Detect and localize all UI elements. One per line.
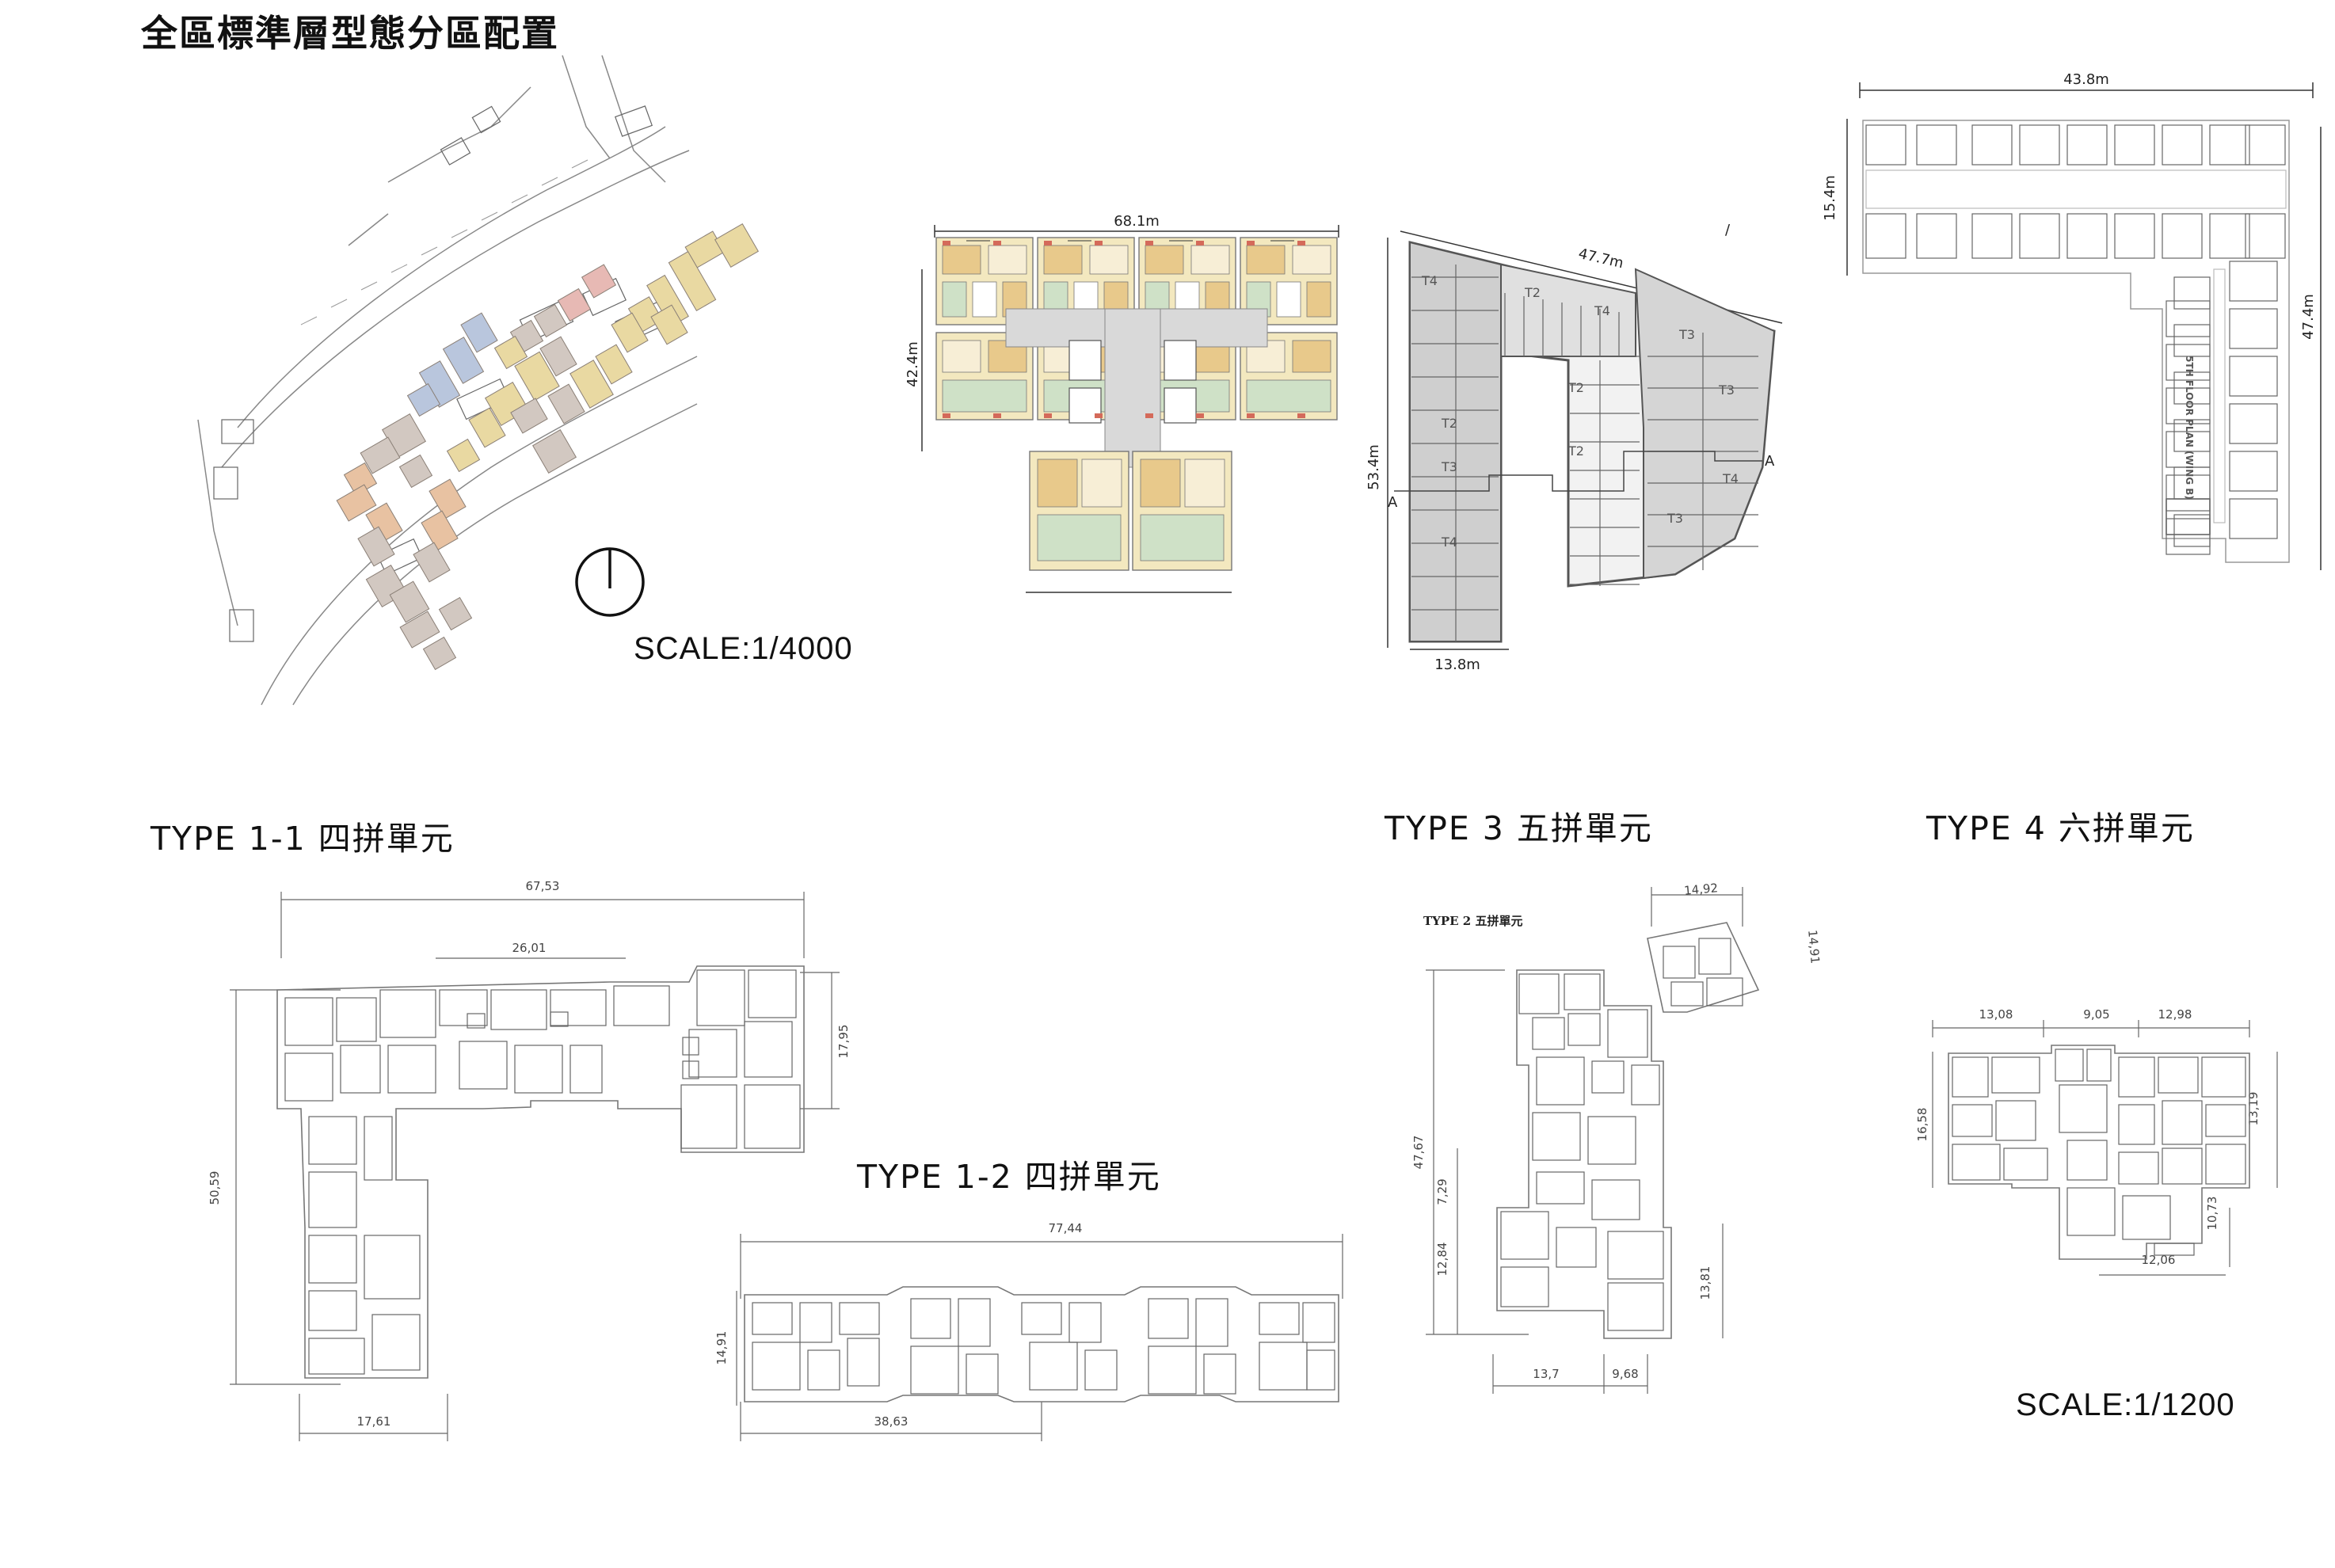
t3-dim-5: 12,84 <box>1435 1243 1449 1277</box>
type-3-subtitle: TYPE 2 五拼單元 <box>1423 914 1522 928</box>
building-block <box>569 360 614 409</box>
building-block <box>531 428 577 474</box>
building-block <box>493 335 528 370</box>
plan-c-side-label: 5TH FLOOR PLAN (WING B) <box>2184 356 2195 500</box>
plan-b-top-dim: 47.7m <box>1577 245 1625 272</box>
building-block <box>539 336 577 377</box>
plan-b-height-dim: 53.4m <box>1366 444 1382 490</box>
building-block <box>581 264 617 299</box>
type-1-2-title: TYPE 1-2 四拼單元 <box>857 1158 1161 1196</box>
plan-c-left-dim: 15.4m <box>1822 175 1838 221</box>
plan-c-width-dim: 43.8m <box>2063 71 2109 88</box>
north-arrow-icon <box>575 547 645 617</box>
plan-a-width-dim: 68.1m <box>1114 213 1160 230</box>
t3-dim-8: 9,68 <box>1612 1367 1638 1381</box>
building-block <box>557 287 592 322</box>
building-block <box>611 312 649 353</box>
t4-dim-6: 10,73 <box>2205 1197 2219 1231</box>
t3-dim-2: 14,91 <box>1805 929 1823 964</box>
t3-dim-4: 7,29 <box>1435 1178 1449 1205</box>
building-block <box>533 303 568 338</box>
building-block <box>514 351 560 402</box>
type-3-title: TYPE 3 五拼單元 <box>1385 809 1653 847</box>
unit-label: T4 <box>1594 303 1610 318</box>
t3-dim-3: 47,67 <box>1411 1136 1426 1170</box>
t12-dim-2: 14,91 <box>714 1331 729 1365</box>
building-block <box>357 526 395 567</box>
plan-a-units <box>935 237 1338 571</box>
building-block <box>421 510 459 551</box>
building-block <box>650 304 688 345</box>
building-block <box>413 542 451 583</box>
building-block <box>422 636 457 671</box>
building-block <box>406 382 441 417</box>
building-block <box>595 344 633 385</box>
building-block <box>442 337 485 384</box>
plan-b-bottom-dim: 13.8m <box>1434 657 1480 673</box>
building-block <box>468 407 506 448</box>
unit-label: T3 <box>1678 327 1695 342</box>
unit-label: T2 <box>1441 416 1457 431</box>
site-scale-label: SCALE:1/4000 <box>634 631 853 666</box>
building-block <box>336 484 377 522</box>
t3-dim-7: 13,7 <box>1533 1367 1559 1381</box>
building-block <box>365 502 403 543</box>
building-block <box>510 398 548 434</box>
site-plan <box>197 55 760 706</box>
t11-dim-1: 67,53 <box>526 879 560 893</box>
building-block <box>389 580 430 623</box>
type-1-1-title: TYPE 1-1 四拼單元 <box>150 820 455 858</box>
t4-dim-7: 12,06 <box>2142 1253 2176 1267</box>
building-block <box>429 478 467 519</box>
section-mark-left: A <box>1388 494 1398 511</box>
t4-dim-4: 16,58 <box>1915 1108 1929 1142</box>
t12-dim-3: 38,63 <box>874 1414 908 1429</box>
building-block <box>438 596 473 631</box>
building-block <box>446 438 481 473</box>
unit-label: T2 <box>1567 380 1584 395</box>
t11-dim-3: 17,95 <box>836 1025 851 1059</box>
plan-a: 68.1m 42.4m <box>905 213 1339 593</box>
t3-dim-6: 13,81 <box>1698 1266 1712 1300</box>
type-4-title: TYPE 4 六拼單元 <box>1926 809 2195 847</box>
type-3-plan: TYPE 2 五拼單元 14,92 14,91 47,67 7,29 12,84… <box>1411 881 1823 1394</box>
building-block <box>547 383 585 424</box>
type-1-2-plan: 77,44 14,91 38,63 <box>714 1221 1343 1441</box>
unit-label: T3 <box>1441 459 1457 474</box>
building-block <box>668 251 717 311</box>
page-title: 全區標準層型態分區配置 <box>141 12 559 55</box>
bottom-scale-label: SCALE:1/1200 <box>2016 1387 2235 1422</box>
plan-a-height-dim: 42.4m <box>905 341 921 387</box>
t4-dim-2: 9,05 <box>2083 1007 2109 1022</box>
t4-dim-5: 13,19 <box>2246 1092 2261 1126</box>
unit-label: T4 <box>1441 535 1457 550</box>
plan-b-tick: / <box>1725 222 1731 238</box>
plan-c-right-dim: 47.4m <box>2300 294 2317 340</box>
building-block <box>360 436 401 474</box>
unit-label: T3 <box>1666 511 1683 526</box>
building-block <box>460 312 498 353</box>
unit-label: T2 <box>1524 285 1541 300</box>
unit-label: T4 <box>1722 471 1739 486</box>
t4-dim-1: 13,08 <box>1979 1007 2013 1022</box>
t11-dim-4: 50,59 <box>208 1171 222 1205</box>
plan-b: 47.7m / 53.4m 13.8m A A T4T2T4T3T2T2T2T3… <box>1366 222 1783 673</box>
unit-label: T2 <box>1567 443 1584 459</box>
type-4-plan: 13,08 9,05 12,98 16,58 13,19 10,73 12,06 <box>1915 1007 2278 1276</box>
plan-c: 43.8m 15.4m 47.4m 5TH FLOOR PLAN (WING B… <box>1822 71 2322 570</box>
t11-dim-5: 17,61 <box>357 1414 391 1429</box>
unit-label: T3 <box>1718 382 1735 398</box>
unit-label: T4 <box>1421 273 1438 288</box>
building-zones <box>300 159 760 671</box>
t11-dim-2: 26,01 <box>512 941 547 955</box>
type-1-1-plan: 67,53 26,01 17,95 50,59 17,61 <box>208 879 851 1441</box>
t3-dim-1: 14,92 <box>1683 881 1718 898</box>
building-block <box>714 223 760 268</box>
building-block <box>398 454 433 489</box>
t4-dim-3: 12,98 <box>2158 1007 2192 1022</box>
building-block <box>399 611 440 649</box>
section-mark-right: A <box>1765 453 1775 470</box>
t12-dim-1: 77,44 <box>1049 1221 1083 1235</box>
